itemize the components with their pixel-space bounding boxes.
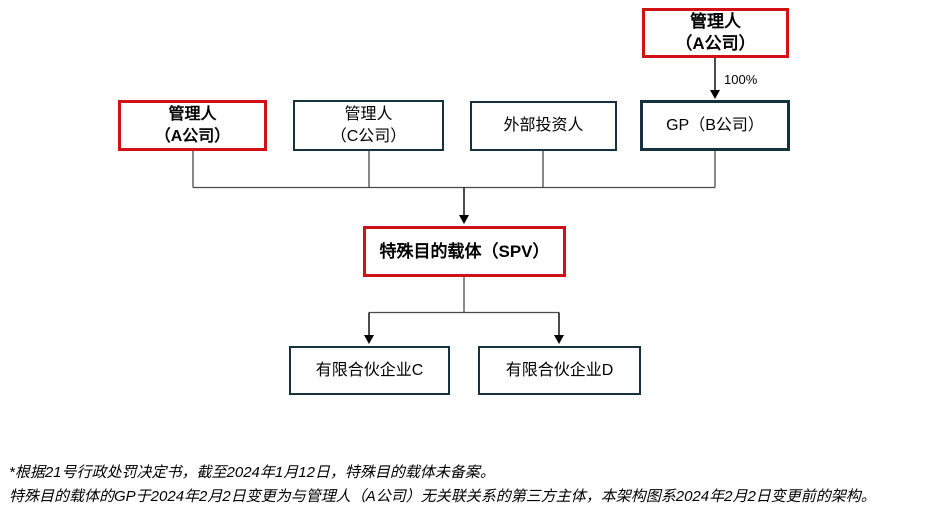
box-lp-c-label: 有限合伙企业C xyxy=(315,361,424,379)
ownership-percentage-label: 100% xyxy=(724,72,758,87)
box-manager-a-top: 管理人 （A公司） xyxy=(642,8,789,58)
box-manager-c-line2: （C公司） xyxy=(330,127,407,145)
box-manager-a-top-line2: （A公司） xyxy=(675,34,756,53)
box-lp-c: 有限合伙企业C xyxy=(289,346,450,395)
box-gp-b-label: GP（B公司） xyxy=(666,116,764,134)
footnote-1: *根据21号行政处罚决定书，截至2024年1月12日，特殊目的载体未备案。 xyxy=(9,464,495,481)
box-manager-a-line1: 管理人 xyxy=(168,105,217,123)
box-manager-c: 管理人 （C公司） xyxy=(293,100,444,151)
box-gp-b: GP（B公司） xyxy=(640,100,790,151)
box-manager-a-top-line1: 管理人 xyxy=(690,12,741,31)
footnote-2: 特殊目的载体的GP于2024年2月2日变更为与管理人（A公司）无关联关系的第三方… xyxy=(9,488,876,505)
box-external-investor-label: 外部投资人 xyxy=(503,117,584,134)
box-manager-a-line2: （A公司） xyxy=(154,127,231,145)
box-manager-c-line1: 管理人 xyxy=(344,105,393,123)
box-external-investor: 外部投资人 xyxy=(470,101,617,151)
box-lp-d: 有限合伙企业D xyxy=(478,346,641,395)
box-manager-a: 管理人 （A公司） xyxy=(118,100,267,151)
box-spv: 特殊目的载体（SPV） xyxy=(363,226,566,277)
box-lp-d-label: 有限合伙企业D xyxy=(505,361,614,379)
box-spv-label: 特殊目的载体（SPV） xyxy=(379,241,550,261)
